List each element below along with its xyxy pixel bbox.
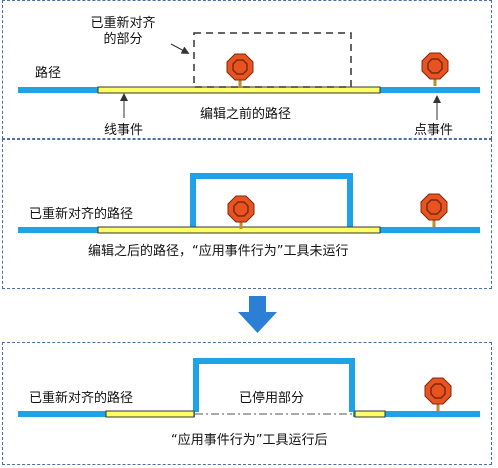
after-edit-caption: 编辑之后的路径，“应用事件行为”工具未运行 xyxy=(88,244,349,259)
line-event xyxy=(97,86,381,94)
stop-sign-icon xyxy=(226,194,256,231)
stop-sign-icon xyxy=(419,192,449,229)
realigned-route xyxy=(190,173,353,228)
line-event xyxy=(105,410,195,418)
stop-sign-icon xyxy=(225,52,255,89)
point-event-label: 点事件 xyxy=(414,123,454,138)
route-label: 已重新对齐的路径 xyxy=(29,391,134,406)
before-edit-caption: 编辑之前的路径 xyxy=(200,107,292,122)
pointer-arrow xyxy=(170,43,190,54)
line-event-label: 线事件 xyxy=(104,123,144,138)
panel-before-edit xyxy=(2,0,492,139)
line-event xyxy=(97,226,381,234)
realigned-portion-outline xyxy=(193,32,352,88)
down-arrow-icon xyxy=(238,296,277,333)
after-tool-caption: “应用事件行为”工具运行后 xyxy=(171,433,328,448)
stop-sign-icon xyxy=(420,51,450,88)
panel-after-edit-tool-not-run xyxy=(2,139,492,289)
route-label: 已重新对齐的路径 xyxy=(29,207,134,222)
stop-sign-icon xyxy=(423,376,453,413)
realigned-portion-label: 已重新对齐 的部分 xyxy=(90,16,156,47)
panel-after-tool-run xyxy=(2,342,492,465)
route-label: 路径 xyxy=(35,66,62,81)
realigned-route xyxy=(193,358,355,412)
retired-portion-label: 已停用部分 xyxy=(239,391,305,406)
line-event xyxy=(354,410,386,418)
